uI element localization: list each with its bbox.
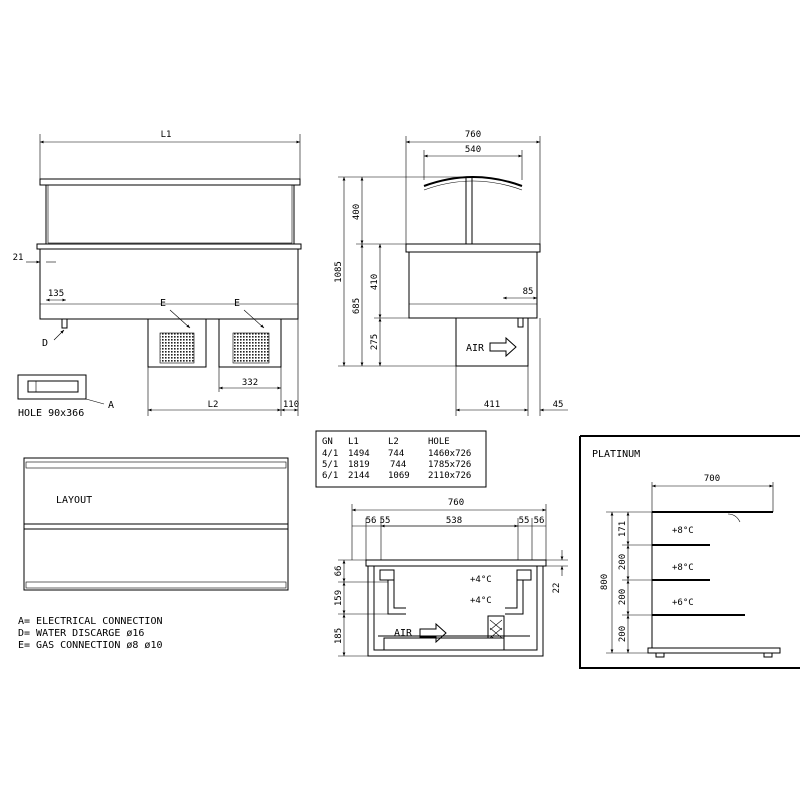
side-air-label: AIR	[466, 343, 485, 354]
table-cell: 2144	[348, 471, 370, 481]
legend-d: D= WATER DISCARGE ø16	[18, 628, 144, 639]
legend-a: A= ELECTRICAL CONNECTION	[18, 616, 163, 627]
side-dim-1085: 1085	[334, 261, 344, 283]
table-cell: 4/1	[322, 449, 338, 459]
plat-dim-200a: 200	[618, 554, 628, 570]
side-dim-400: 400	[352, 204, 362, 220]
sec-dim-55a: 55	[380, 516, 391, 526]
hole-label: HOLE 90x366	[18, 408, 84, 419]
table-header-l2: L2	[388, 437, 399, 447]
dim-135: 135	[48, 289, 64, 299]
plat-dim-200c: 200	[618, 626, 628, 642]
side-dim-410: 410	[370, 274, 380, 290]
sec-dim-22: 22	[552, 583, 562, 594]
sec-temp-1: +4°C	[470, 575, 492, 585]
table-header-gn: GN	[322, 437, 333, 447]
plat-temp-3: +6°C	[672, 598, 694, 608]
side-dim-540: 540	[465, 145, 481, 155]
plat-temp-1: +8°C	[672, 526, 694, 536]
side-view: 760 540 AIR 1085 400 685 410 275	[334, 130, 568, 416]
sec-dim-159: 159	[334, 590, 344, 606]
side-dim-760: 760	[465, 130, 481, 140]
label-a: A	[108, 400, 114, 411]
dim-110: 110	[283, 400, 299, 410]
plat-temp-2: +8°C	[672, 563, 694, 573]
table-cell: 1069	[388, 471, 410, 481]
label-e-2: E	[234, 298, 240, 309]
table-cell: 2110x726	[428, 471, 471, 481]
sec-dim-760: 760	[448, 498, 464, 508]
dim-21: 21	[13, 253, 24, 263]
sec-air-label: AIR	[394, 628, 413, 639]
table-header-hole: HOLE	[428, 437, 450, 447]
label-e-1: E	[160, 298, 166, 309]
layout-view: LAYOUT	[23, 457, 289, 591]
grille-left	[159, 332, 195, 364]
table-cell: 1819	[348, 460, 370, 470]
dim-332: 332	[242, 378, 258, 388]
side-dim-45: 45	[553, 400, 564, 410]
table-cell: 744	[390, 460, 406, 470]
layout-label: LAYOUT	[56, 495, 92, 506]
platinum-title: PLATINUM	[592, 449, 640, 460]
table-header-l1: L1	[348, 437, 359, 447]
sec-dim-56a: 56	[366, 516, 377, 526]
table-cell: 1785x726	[428, 460, 471, 470]
platinum-panel: PLATINUM 700 +8°C +8°C +6°C 800 171 200 …	[579, 435, 800, 669]
sec-dim-538: 538	[446, 516, 462, 526]
sec-dim-56b: 56	[534, 516, 545, 526]
front-view: L1 21 135 D E E 332	[13, 130, 302, 419]
plat-dim-200b: 200	[618, 589, 628, 605]
legend: A= ELECTRICAL CONNECTION D= WATER DISCAR…	[18, 616, 163, 651]
label-d: D	[42, 338, 48, 349]
table-cell: 5/1	[322, 460, 338, 470]
table-cell: 744	[388, 449, 404, 459]
table-cell: 6/1	[322, 471, 338, 481]
plat-dim-800: 800	[600, 574, 610, 590]
plat-dim-700: 700	[704, 474, 720, 484]
side-dim-685: 685	[352, 298, 362, 314]
dim-l2: L2	[208, 400, 219, 410]
side-dim-275: 275	[370, 334, 380, 350]
model-table: GN L1 L2 HOLE 4/1 1494 744 1460x726 5/1 …	[315, 430, 487, 488]
legend-e: E= GAS CONNECTION ø8 ø10	[18, 640, 163, 651]
side-dim-85: 85	[523, 287, 534, 297]
table-cell: 1460x726	[428, 449, 471, 459]
section-view: 760 56 55 538 55 56 AIR +4°C +4°C	[334, 498, 568, 657]
plat-dim-171: 171	[618, 521, 628, 537]
sec-dim-55b: 55	[519, 516, 530, 526]
sec-dim-66: 66	[334, 566, 344, 577]
sec-temp-2: +4°C	[470, 596, 492, 606]
sec-dim-185: 185	[334, 628, 344, 644]
side-dim-411: 411	[484, 400, 500, 410]
grille-right	[232, 332, 270, 364]
dim-l1: L1	[161, 130, 172, 140]
table-cell: 1494	[348, 449, 370, 459]
